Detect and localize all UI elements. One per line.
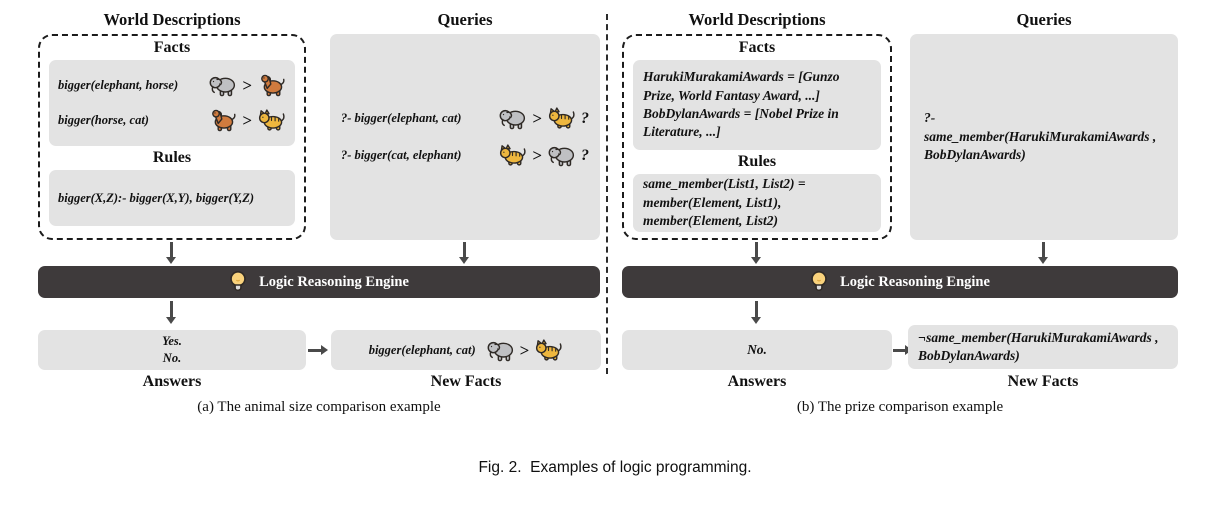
query-illustration: > ?: [498, 144, 589, 167]
new-facts-label-a: New Facts: [430, 373, 502, 390]
fact-text: BobDylanAwards = [Nobel Prize in Literat…: [643, 106, 839, 140]
queries-title-a: Queries: [437, 10, 493, 29]
subcaption-b: (b) The prize comparison example: [796, 399, 1004, 415]
rule-text: same_member(List1, List2) = member(Eleme…: [643, 176, 806, 229]
answer-line: Yes.: [162, 333, 182, 348]
fact-illustration: >: [208, 74, 286, 97]
answers-box-b: No.: [622, 330, 892, 370]
fact-illustration: >: [208, 109, 286, 132]
rules-box-a: bigger(X,Z):- bigger(X,Y), bigger(Y,Z): [49, 170, 295, 226]
logic-reasoning-engine-a: Logic Reasoning Engine: [38, 266, 600, 298]
facts-heading-a: Facts: [153, 39, 191, 56]
queries-box-a: ?- bigger(elephant, cat) > ? ?- bigger(c…: [330, 34, 600, 240]
answers-label-b: Answers: [727, 373, 787, 390]
arrow-down-queries-b: [1038, 242, 1047, 264]
world-descriptions-title-b: World Descriptions: [688, 10, 826, 29]
query-row: ?- bigger(elephant, cat) > ?: [341, 107, 589, 130]
query-text: ?- bigger(elephant, cat): [341, 111, 462, 125]
facts-box-a: bigger(elephant, horse) > bigger(horse, …: [49, 60, 295, 146]
query-text: ?- bigger(cat, elephant): [341, 148, 462, 162]
answer-line: No.: [747, 341, 767, 357]
new-facts-label-b: New Facts: [1007, 373, 1079, 390]
query-row: ?- bigger(cat, elephant) > ?: [341, 144, 589, 167]
world-descriptions-title-a: World Descriptions: [103, 10, 241, 29]
lightbulb-icon: [810, 270, 828, 295]
panel-divider: [606, 14, 608, 374]
query-illustration: > ?: [498, 107, 589, 130]
arrow-down-world-a: [166, 242, 175, 264]
arrow-down-engine-a: [166, 301, 175, 324]
arrow-right-newfacts-b: [893, 345, 912, 354]
world-descriptions-box-a: Facts bigger(elephant, horse) > bigger(h…: [38, 34, 306, 240]
question-mark-symbol: ?: [581, 109, 589, 127]
greater-than-symbol: >: [532, 146, 542, 165]
engine-label: Logic Reasoning Engine: [259, 273, 409, 290]
fact-text: HarukiMurakamiAwards = [Gunzo Prize, Wor…: [643, 69, 840, 103]
fact-row: bigger(horse, cat) >: [58, 109, 286, 132]
answers-box-a: Yes. No.: [38, 330, 306, 370]
query-text: ?- same_member(HarukiMurakamiAwards , Bo…: [924, 110, 1157, 163]
rules-heading-b: Rules: [737, 153, 777, 170]
world-descriptions-box-b: Facts HarukiMurakamiAwards = [Gunzo Priz…: [622, 34, 892, 240]
logic-reasoning-engine-b: Logic Reasoning Engine: [622, 266, 1178, 298]
engine-label: Logic Reasoning Engine: [840, 273, 990, 290]
figure-caption: Fig. 2. Examples of logic programming.: [478, 459, 752, 476]
fact-text: bigger(horse, cat): [58, 113, 149, 127]
arrow-down-world-b: [751, 242, 760, 264]
greater-than-symbol: >: [242, 111, 252, 130]
facts-heading-b: Facts: [738, 39, 776, 56]
queries-box-b: ?- same_member(HarukiMurakamiAwards , Bo…: [910, 34, 1178, 240]
rule-text: bigger(X,Z):- bigger(X,Y), bigger(Y,Z): [58, 190, 255, 205]
answer-line: No.: [162, 351, 182, 365]
new-facts-box-a: bigger(elephant, cat) >: [331, 330, 601, 370]
arrow-down-engine-b: [751, 301, 760, 324]
fact-row: bigger(elephant, horse) >: [58, 74, 286, 97]
rules-heading-a: Rules: [152, 149, 192, 166]
fact-text: bigger(elephant, horse): [58, 78, 179, 92]
greater-than-symbol: >: [242, 76, 252, 95]
new-fact-illustration: >: [486, 339, 564, 362]
facts-box-b: HarukiMurakamiAwards = [Gunzo Prize, Wor…: [633, 60, 881, 150]
arrow-down-queries-a: [459, 242, 468, 264]
new-facts-box-b: ¬same_member(HarukiMurakamiAwards , BobD…: [908, 325, 1178, 369]
question-mark-symbol: ?: [581, 146, 589, 164]
queries-title-b: Queries: [1016, 10, 1072, 29]
rules-box-b: same_member(List1, List2) = member(Eleme…: [633, 174, 881, 232]
greater-than-symbol: >: [532, 109, 542, 128]
arrow-right-newfacts-a: [308, 345, 328, 354]
subcaption-a: (a) The animal size comparison example: [197, 399, 441, 415]
new-fact-text: ¬same_member(HarukiMurakamiAwards , BobD…: [918, 329, 1159, 363]
new-fact-text: bigger(elephant, cat): [368, 342, 476, 357]
greater-than-symbol: >: [519, 340, 530, 360]
answers-label-a: Answers: [142, 373, 202, 390]
